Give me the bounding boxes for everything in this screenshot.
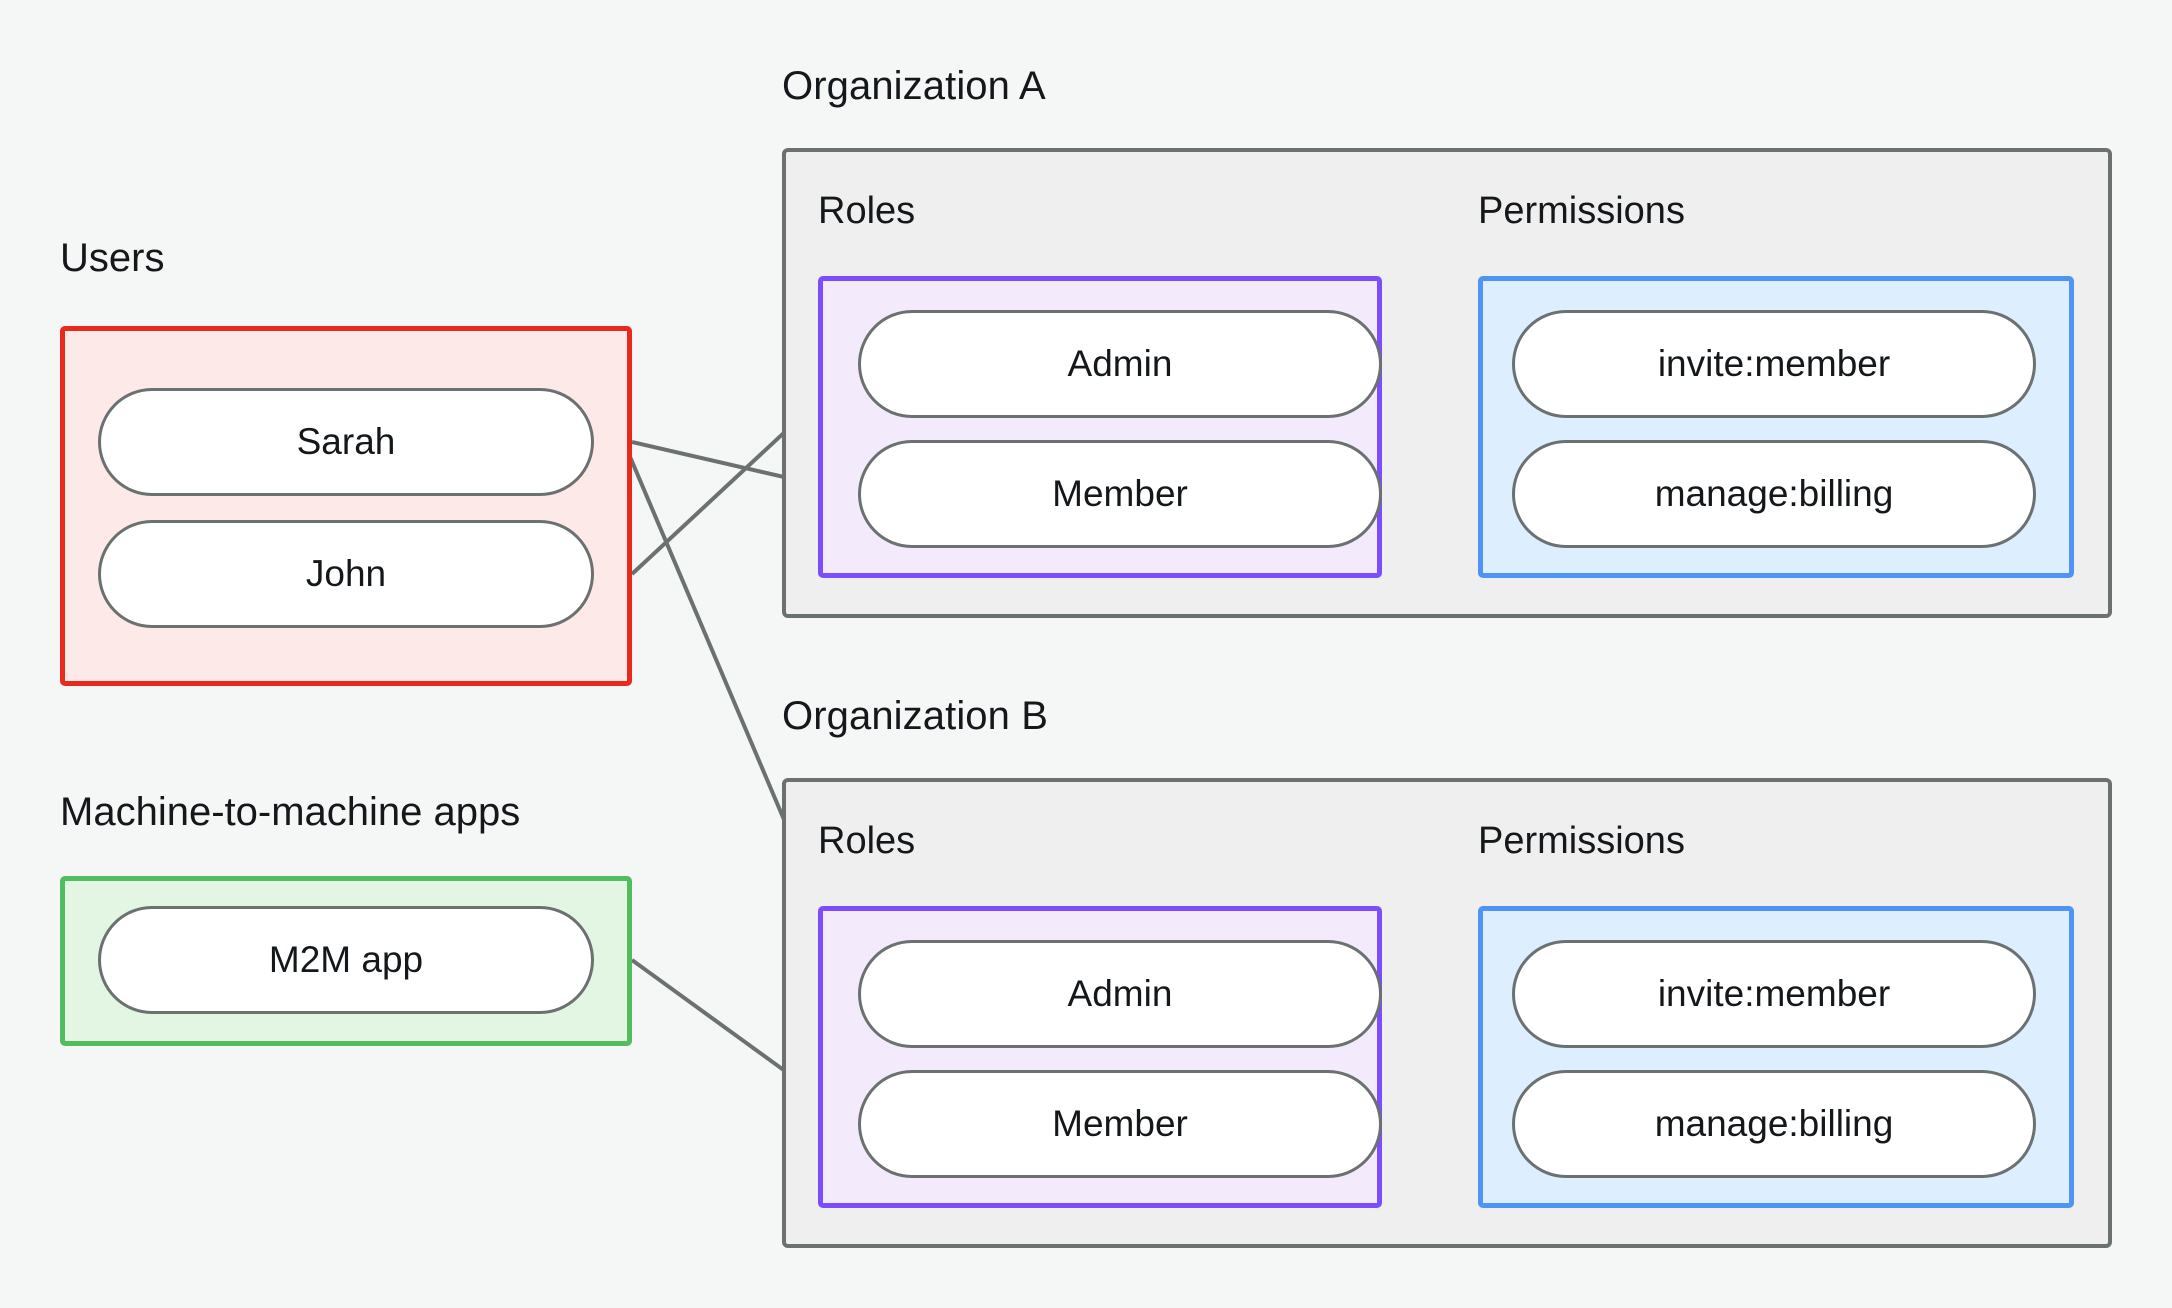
node-m2m-app[interactable]: M2M app xyxy=(98,906,594,1014)
node-org-b-role-admin[interactable]: Admin xyxy=(858,940,1382,1048)
users-group-title: Users xyxy=(60,236,165,280)
users-group-box xyxy=(60,326,632,686)
node-org-b-role-member[interactable]: Member xyxy=(858,1070,1382,1178)
node-org-b-permission-manage-billing[interactable]: manage:billing xyxy=(1512,1070,2036,1178)
node-org-b-permission-invite-member[interactable]: invite:member xyxy=(1512,940,2036,1048)
node-org-a-role-member[interactable]: Member xyxy=(858,440,1382,548)
node-john[interactable]: John xyxy=(98,520,594,628)
org-a-roles-title: Roles xyxy=(818,190,916,232)
node-sarah[interactable]: Sarah xyxy=(98,388,594,496)
org-b-title: Organization B xyxy=(782,694,1048,738)
org-b-permissions-title: Permissions xyxy=(1478,820,1685,862)
node-org-a-permission-manage-billing[interactable]: manage:billing xyxy=(1512,440,2036,548)
org-a-title: Organization A xyxy=(782,64,1046,108)
m2m-group-title: Machine-to-machine apps xyxy=(60,790,521,834)
org-b-roles-title: Roles xyxy=(818,820,916,862)
node-org-a-role-admin[interactable]: Admin xyxy=(858,310,1382,418)
node-org-a-permission-invite-member[interactable]: invite:member xyxy=(1512,310,2036,418)
org-a-permissions-title: Permissions xyxy=(1478,190,1685,232)
